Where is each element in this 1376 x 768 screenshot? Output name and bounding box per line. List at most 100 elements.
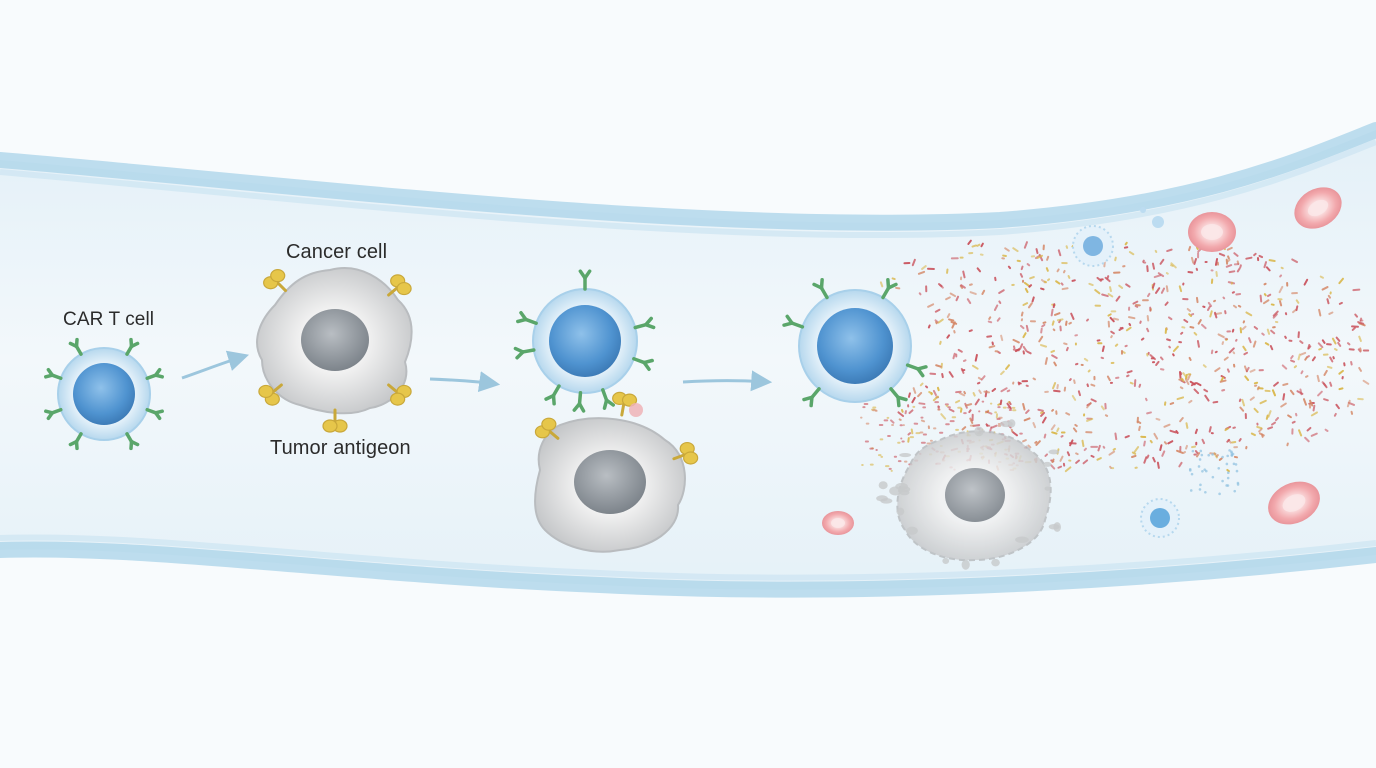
- cytokine-particle-icon: [937, 318, 944, 324]
- cytokine-particle-icon: [1188, 469, 1192, 472]
- cytokine-particle-icon: [1159, 444, 1163, 451]
- cytokine-particle-icon: [1139, 320, 1142, 324]
- cytokine-particle-icon: [1029, 276, 1035, 280]
- cytokine-particle-icon: [1203, 388, 1209, 393]
- cytokine-particle-icon: [1307, 345, 1312, 350]
- cytokine-particle-icon: [1107, 313, 1112, 317]
- cytokine-particle-icon: [1309, 399, 1314, 407]
- cytokine-particle-icon: [1233, 489, 1237, 493]
- cytokine-particle-icon: [934, 319, 939, 324]
- cytokine-particle-icon: [1346, 342, 1351, 346]
- cytokine-particle-icon: [1074, 423, 1078, 427]
- cytokine-particle-icon: [1060, 431, 1066, 434]
- cytokine-particle-icon: [1042, 244, 1045, 251]
- cytokine-particle-icon: [1329, 381, 1333, 387]
- cytokine-cloud: [860, 239, 1370, 496]
- cytokine-particle-icon: [1065, 320, 1068, 326]
- cytokine-particle-icon: [1190, 313, 1195, 316]
- cytokine-particle-icon: [1249, 368, 1256, 373]
- cytokine-particle-icon: [1208, 426, 1212, 433]
- cytokine-particle-icon: [890, 419, 895, 424]
- cytokine-particle-icon: [1179, 445, 1182, 453]
- cytokine-particle-icon: [1233, 252, 1239, 257]
- cytokine-particle-icon: [886, 416, 890, 419]
- cytokine-particle-icon: [1101, 293, 1109, 298]
- cytokine-particle-icon: [994, 411, 998, 414]
- cytokine-particle-icon: [1219, 379, 1227, 383]
- cytokine-particle-icon: [978, 410, 981, 413]
- cytokine-particle-icon: [946, 313, 951, 319]
- cytokine-particle-icon: [1114, 256, 1117, 262]
- cytokine-particle-icon: [1204, 260, 1208, 264]
- cytokine-particle-icon: [1133, 379, 1137, 387]
- cytokine-particle-icon: [971, 244, 978, 248]
- cytokine-particle-icon: [1059, 455, 1064, 462]
- cytokine-particle-icon: [1068, 378, 1072, 382]
- cytokine-particle-icon: [1041, 416, 1047, 424]
- cytokine-particle-icon: [1109, 286, 1112, 293]
- cytokine-particle-icon: [1187, 373, 1192, 376]
- cytokine-particle-icon: [1075, 452, 1079, 456]
- cytokine-particle-icon: [1006, 389, 1011, 393]
- cytokine-particle-icon: [1291, 428, 1294, 435]
- receptor-icon: [516, 310, 538, 325]
- cytokine-particle-icon: [925, 385, 929, 389]
- cytokine-particle-icon: [1096, 457, 1102, 461]
- cytokine-particle-icon: [944, 403, 949, 406]
- cytokine-particle-icon: [1106, 375, 1111, 382]
- cytokine-particle-icon: [1124, 344, 1128, 348]
- cytokine-particle-icon: [1310, 411, 1318, 417]
- cytokine-particle-icon: [1249, 396, 1255, 401]
- cytokine-particle-icon: [907, 437, 910, 443]
- cytokine-particle-icon: [1155, 417, 1161, 421]
- debris-fragment: [1043, 461, 1052, 467]
- cytokine-particle-icon: [1206, 305, 1211, 311]
- cytokine-particle-icon: [1113, 271, 1121, 274]
- cytokine-particle-icon: [1151, 282, 1156, 289]
- receptor-icon: [145, 407, 164, 421]
- cytokine-particle-icon: [1317, 390, 1323, 397]
- cytokine-particle-icon: [950, 257, 959, 260]
- cytokine-particle-icon: [1010, 428, 1014, 433]
- cytokine-particle-icon: [998, 300, 1002, 305]
- debris-fragment: [1015, 536, 1029, 543]
- cytokine-particle-icon: [1274, 416, 1280, 422]
- cytokine-particle-icon: [1328, 311, 1334, 315]
- cytokine-particle-icon: [1159, 356, 1164, 361]
- cytokine-particle-icon: [995, 413, 999, 419]
- cytokine-particle-icon: [1316, 374, 1320, 383]
- cytokine-particle-icon: [1359, 317, 1363, 322]
- cytokine-particle-icon: [1126, 370, 1133, 374]
- cytokine-particle-icon: [1326, 298, 1330, 305]
- cytokine-particle-icon: [1231, 291, 1235, 294]
- cytokine-particle-icon: [962, 270, 966, 279]
- cytokine-particle-icon: [1124, 241, 1128, 246]
- cytokine-particle-icon: [927, 267, 935, 270]
- cytokine-particle-icon: [1343, 362, 1346, 367]
- cytokine-particle-icon: [927, 303, 935, 308]
- cytokine-particle-icon: [1204, 394, 1210, 402]
- cytokine-particle-icon: [1221, 389, 1226, 392]
- cytokine-particle-icon: [1256, 386, 1260, 391]
- debris-fragment: [899, 453, 912, 458]
- cytokine-particle-icon: [985, 410, 993, 415]
- cytokine-particle-icon: [1178, 370, 1182, 379]
- cytokine-particle-icon: [1333, 412, 1337, 417]
- cytokine-particle-icon: [1245, 311, 1253, 317]
- cytokine-particle-icon: [1271, 421, 1276, 426]
- cytokine-particle-icon: [1109, 381, 1114, 384]
- cytokine-particle-icon: [1067, 275, 1071, 279]
- cytokine-particle-icon: [1254, 384, 1258, 387]
- cytokine-particle-icon: [1146, 353, 1149, 357]
- cytokine-particle-icon: [1215, 454, 1219, 458]
- cytokine-particle-icon: [1019, 324, 1025, 330]
- cytokine-particle-icon: [862, 406, 866, 409]
- cytokine-particle-icon: [1266, 293, 1272, 298]
- receptor-icon: [905, 363, 928, 378]
- cytokine-particle-icon: [1131, 451, 1137, 455]
- cytokine-particle-icon: [1109, 316, 1115, 323]
- cytokine-particle-icon: [1028, 284, 1033, 288]
- cytokine-particle-icon: [1156, 461, 1160, 469]
- cytokine-particle-icon: [949, 420, 955, 423]
- cytokine-particle-icon: [919, 431, 924, 434]
